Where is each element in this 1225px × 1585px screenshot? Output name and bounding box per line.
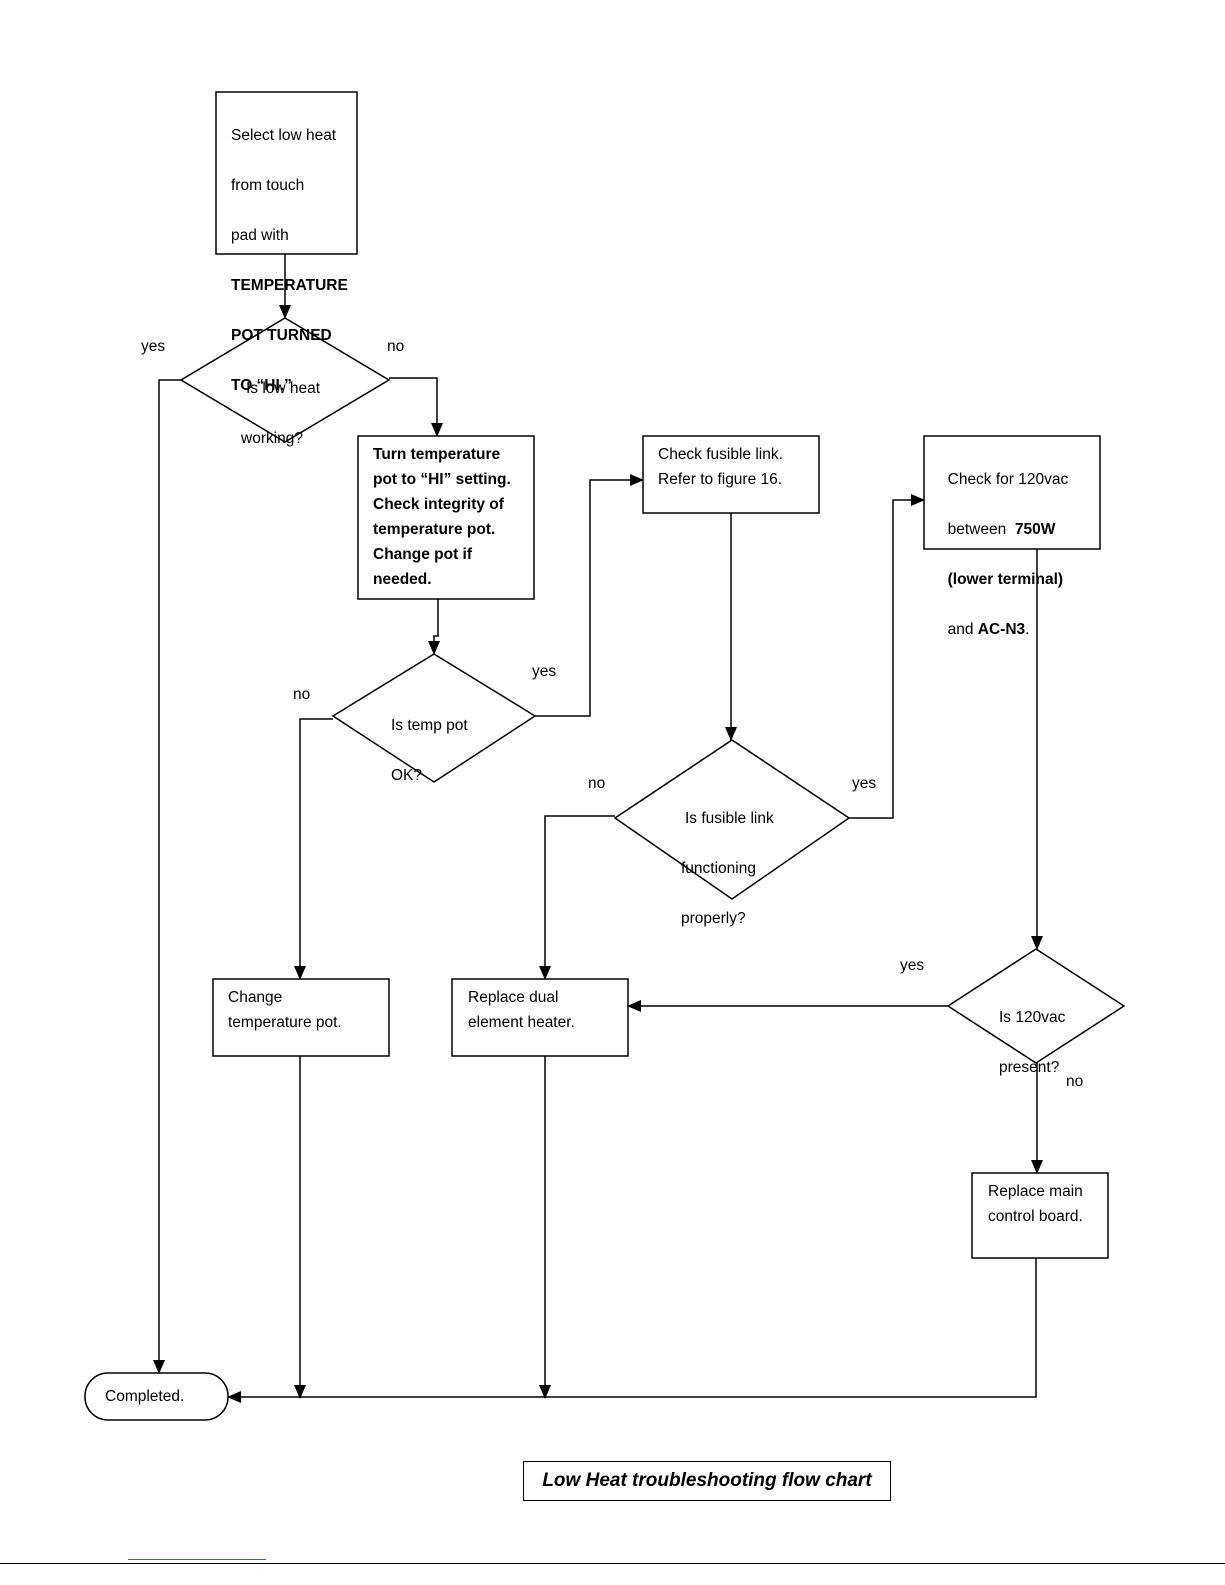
- label-fusible-yes: yes: [852, 775, 877, 792]
- check-120-line-2a: between: [947, 521, 1015, 538]
- start-box: [215, 91, 358, 255]
- q-fusible-line-1: Is fusible link: [685, 810, 774, 827]
- turn-pot-text: Turn temperature pot to “HI” setting. Ch…: [373, 446, 511, 588]
- start-line-4: TEMPERATURE: [231, 277, 348, 294]
- q-low-heat-line-1: Is low heat: [246, 380, 321, 397]
- edge-q2-yes: [535, 474, 644, 717]
- q-120-text: Is 120vac present?: [999, 980, 1065, 1080]
- edge-turnpot-to-q2: [428, 599, 440, 655]
- check-120vac-box: [923, 435, 1101, 550]
- start-line-3: pad with: [231, 227, 289, 244]
- replace-heater-text: Replace dual element heater.: [468, 989, 575, 1031]
- q-low-heat-text: Is low heat working?: [241, 351, 321, 451]
- q-temp-pot-line-2: OK?: [391, 767, 423, 784]
- replace-board-text: Replace main control board.: [988, 1183, 1083, 1225]
- label-120-no: no: [1066, 1073, 1084, 1090]
- label-temp-pot-no: no: [293, 686, 311, 703]
- fusible-decision: [613, 739, 851, 900]
- q-120-line-1: Is 120vac: [999, 1009, 1066, 1026]
- check-120-line-1: Check for 120vac: [947, 471, 1069, 488]
- q-fusible-line-2: functioning: [681, 860, 756, 877]
- q-120-line-2: present?: [999, 1059, 1060, 1076]
- label-temp-pot-yes: yes: [532, 663, 557, 680]
- q-temp-pot-text: Is temp pot OK?: [391, 688, 468, 788]
- label-120-yes: yes: [900, 957, 925, 974]
- edge-q3-no: [539, 815, 615, 980]
- v120-decision: [946, 948, 1126, 1064]
- check-120-acn3: AC-N3: [977, 621, 1026, 638]
- check-120-line-4a: and: [947, 621, 978, 638]
- start-line-6: TO “HI.”: [231, 377, 292, 394]
- completed-text: Completed.: [105, 1388, 185, 1405]
- label-low-heat-yes: yes: [141, 338, 166, 355]
- footer-link-underline: [128, 1559, 266, 1560]
- q-low-heat-line-2: working?: [241, 430, 304, 447]
- turn-pot-box: [357, 435, 535, 600]
- check-fusible-text: Check fusible link. Refer to figure 16.: [658, 446, 783, 488]
- edge-q1-no: [389, 377, 443, 437]
- start-line-2: from touch: [231, 177, 305, 194]
- check-120vac-text: Check for 120vac between 750W (lower ter…: [939, 442, 1069, 642]
- check-120-period: .: [1025, 621, 1030, 638]
- edge-q2-no: [294, 718, 333, 980]
- q-temp-pot-line-1: Is temp pot: [391, 717, 468, 734]
- start-line-5: POT TURNED: [231, 327, 332, 344]
- start-line-1: Select low heat: [231, 127, 337, 144]
- check-120-line-3: (lower terminal): [947, 571, 1064, 588]
- q-fusible-line-3: properly?: [681, 910, 746, 927]
- label-fusible-no: no: [588, 775, 606, 792]
- temp-pot-decision: [331, 653, 537, 783]
- start-text: Select low heat from touch pad with TEMP…: [231, 98, 348, 398]
- low-heat-decision: [179, 317, 391, 443]
- check-120-750w: 750W: [1014, 521, 1056, 538]
- edge-board-to-completed: [227, 1258, 1037, 1403]
- edge-q1-yes: [153, 379, 181, 1374]
- change-pot-text: Change temperature pot.: [228, 989, 342, 1031]
- q-fusible-text: Is fusible link functioning properly?: [681, 781, 774, 931]
- edge-q3-yes: [849, 494, 925, 819]
- figure-caption: Low Heat troubleshooting flow chart: [523, 1461, 891, 1501]
- footer-rule: [0, 1563, 1225, 1564]
- label-low-heat-no: no: [387, 338, 405, 355]
